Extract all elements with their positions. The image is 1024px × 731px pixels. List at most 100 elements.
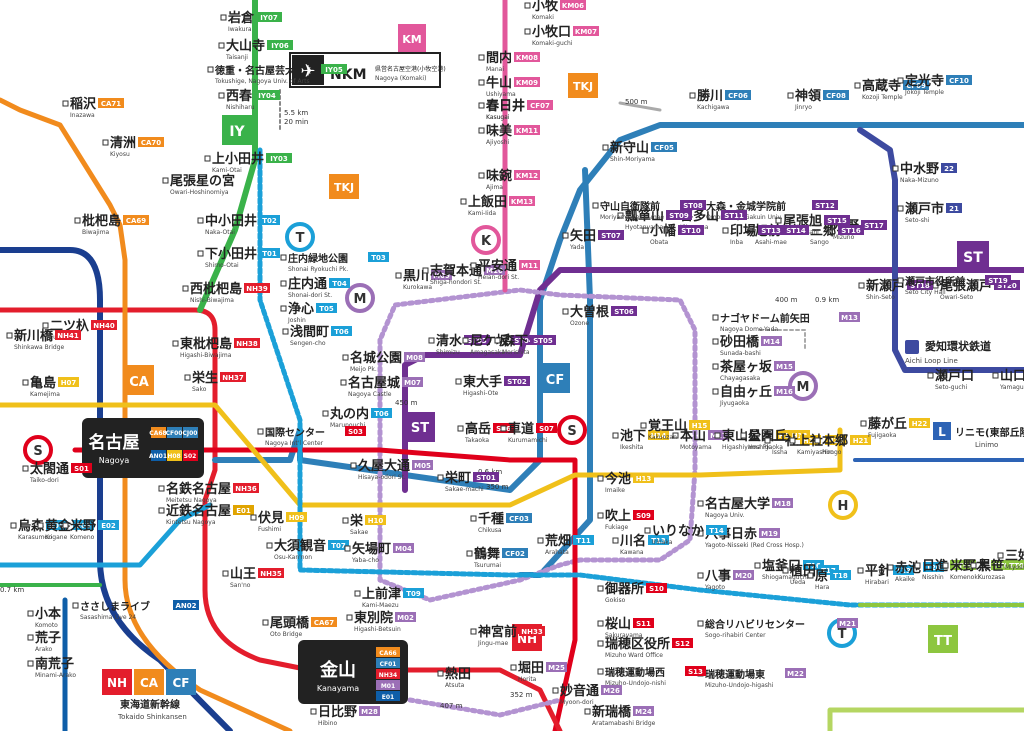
badge-tkj-2[interactable] (329, 174, 359, 199)
legend-nh[interactable] (102, 669, 132, 695)
badge-tkj[interactable] (568, 73, 598, 98)
legend-cf[interactable] (166, 669, 196, 695)
hub-kanayama[interactable]: 金山 Kanayama CA66 CF01 NH34 M01 E01 (298, 640, 408, 704)
badge-t[interactable] (285, 222, 315, 252)
airport-box[interactable]: ✈ NKM 県営名古屋空港(小牧空港) Nagoya (Komaki) 5.5 … (284, 52, 446, 126)
badge-l[interactable] (933, 422, 951, 440)
badge-st[interactable] (405, 412, 435, 442)
badge-cf[interactable] (540, 363, 570, 393)
station-116[interactable]: 三好ケ丘MiyoshigaokaTT03 (997, 548, 1024, 571)
badge-k[interactable] (471, 225, 501, 255)
hub-nagoya[interactable]: 名古屋 Nagoya CA68 CF00 CJ00 AN01 H08 S02 (82, 418, 204, 478)
badge-st-2[interactable] (957, 241, 989, 271)
badge-ca[interactable] (124, 365, 154, 395)
badge-h[interactable] (828, 490, 858, 520)
station-115[interactable]: 黒笹KurozasaTT04 (970, 558, 1024, 581)
badge-tt[interactable] (928, 625, 958, 653)
